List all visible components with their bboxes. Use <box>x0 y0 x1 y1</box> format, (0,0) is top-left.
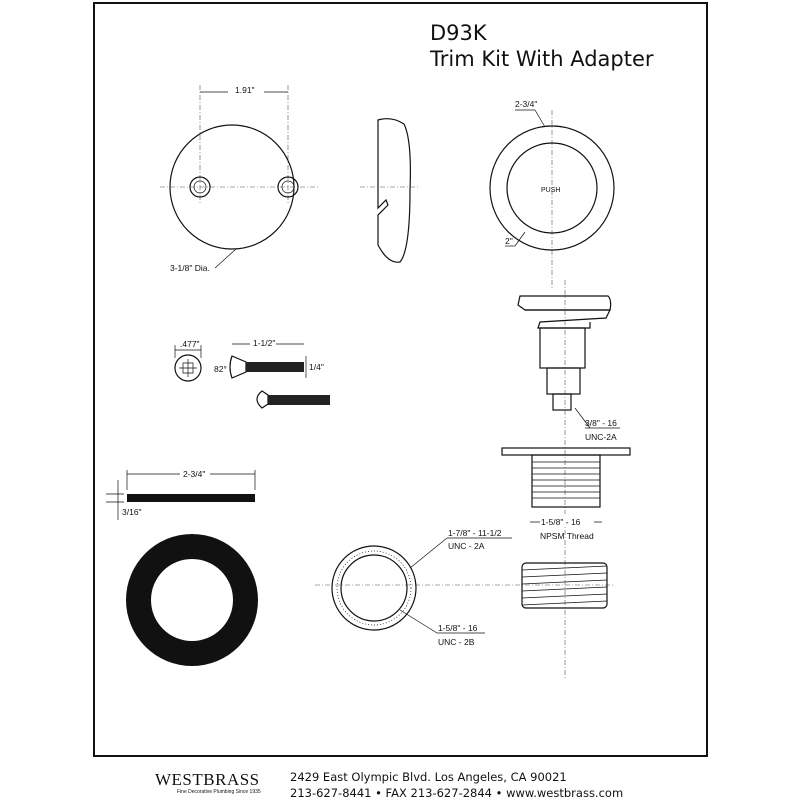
brand-logo: WESTBRASS <box>155 770 260 789</box>
plate-diameter-label: 3-1/8" Dia. <box>170 263 210 273</box>
ring-outer-thread-label-1: 1-7/8" - 11-1/2 <box>448 528 502 538</box>
adapter-side: 1-5/8" - 16 NPSM Thread <box>501 447 631 541</box>
adapter-thread-label-2: NPSM Thread <box>540 531 594 541</box>
stopper-thread-label-2: UNC-2A <box>585 432 617 442</box>
gasket-front <box>126 534 258 666</box>
oval-head-screw <box>256 390 330 409</box>
button-inner-dia-label: 2" <box>505 236 513 246</box>
overflow-plate-side <box>360 118 420 263</box>
footer: WESTBRASS Fine Decorative Plumbing Since… <box>155 770 623 800</box>
drawing-frame <box>93 2 708 757</box>
screw-thread-dia-label: 1/4" <box>309 362 324 372</box>
adapter-thread-label-1: 1-5/8" - 16 <box>541 517 581 527</box>
gasket-dia-label: 2-3/4" <box>183 469 205 479</box>
screw-length-label: 1-1/2" <box>253 338 275 348</box>
ring-inner-thread-label-2: UNC - 2B <box>438 637 475 647</box>
page-title: Trim Kit With Adapter <box>429 47 654 71</box>
button-outer-dia-label: 2-3/4" <box>515 99 537 109</box>
ring-inner-thread-label-1: 1-5/8" - 16 <box>438 623 478 633</box>
screw-head-front: .477" <box>174 339 202 382</box>
gasket-side: 2-3/4" 3/16" <box>106 468 256 520</box>
gasket-thickness-label: 3/16" <box>122 507 142 517</box>
screw-head-dia-label: .477" <box>180 339 200 349</box>
adapter-nut-side <box>315 562 615 609</box>
push-label: PUSH <box>541 187 560 194</box>
overflow-plate-front: 1.91" 3-1/8" Dia. <box>160 84 320 273</box>
brand-tagline: Fine Decorative Plumbing Since 1935 <box>177 789 261 795</box>
threaded-ring-front: 1-7/8" - 11-1/2 UNC - 2A 1-5/8" - 16 UNC… <box>331 528 512 647</box>
flat-head-screw: 1-1/2" 82° 1/4" <box>214 338 324 379</box>
hole-spacing-label: 1.91" <box>235 85 255 95</box>
stopper-thread-label-1: 3/8" - 16 <box>585 418 617 428</box>
ring-outer-thread-label-2: UNC - 2A <box>448 541 485 551</box>
company-contact: 213-627-8441 • FAX 213-627-2844 • www.we… <box>290 786 623 800</box>
push-button-top: PUSH 2-3/4" 2" <box>489 99 615 290</box>
screw-angle-label: 82° <box>214 364 227 374</box>
company-address: 2429 East Olympic Blvd. Los Angeles, CA … <box>290 770 567 784</box>
model-number: D93K <box>430 21 488 45</box>
